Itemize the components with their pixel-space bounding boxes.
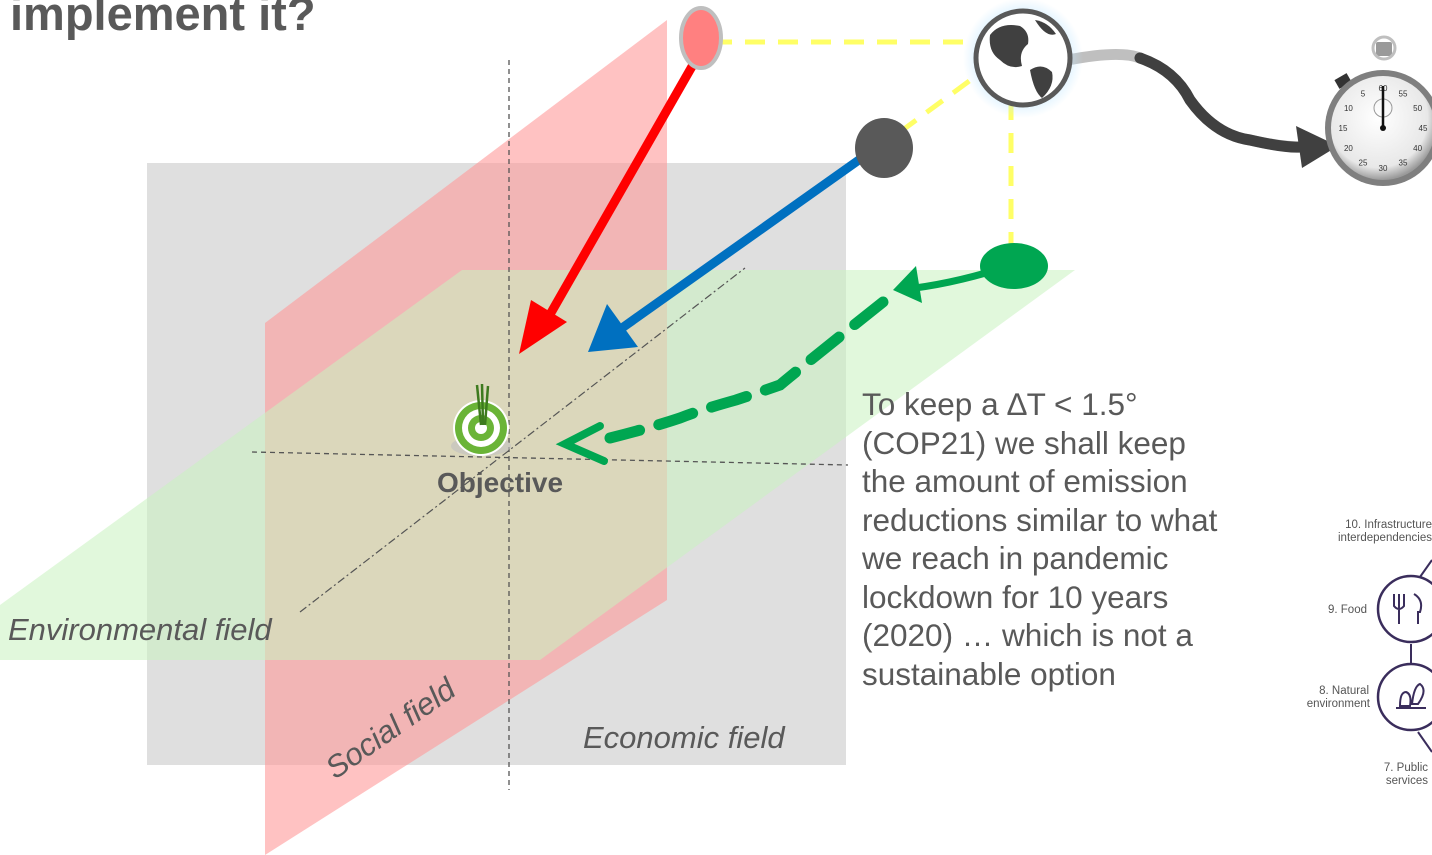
red-arrow bbox=[519, 39, 710, 354]
objective-label: Objective bbox=[437, 467, 563, 498]
stopwatch-tick-label: 20 bbox=[1344, 144, 1353, 153]
svg-text:9. Food: 9. Food bbox=[1328, 604, 1367, 616]
svg-text:7. Public: 7. Public bbox=[1384, 762, 1428, 774]
stopwatch-tick-label: 45 bbox=[1419, 124, 1428, 133]
economic-field-label: Economic field bbox=[583, 720, 786, 755]
page-title: implement it? bbox=[10, 0, 316, 40]
svg-text:services: services bbox=[1386, 775, 1428, 787]
depth-axis bbox=[299, 267, 746, 613]
green-node bbox=[980, 243, 1048, 289]
stopwatch-icon: 60555045403530252015105 bbox=[1325, 35, 1432, 186]
food-icon bbox=[1376, 574, 1432, 644]
emissions-note: To keep a ∆T < 1.5° (COP21) we shall kee… bbox=[862, 386, 1218, 692]
environmental-field-label: Environmental field bbox=[8, 612, 273, 647]
environmental-field-plane bbox=[0, 270, 1075, 660]
globe-icon bbox=[963, 0, 1083, 118]
blue-arrow bbox=[588, 141, 883, 352]
stopwatch-tick-label: 25 bbox=[1359, 159, 1368, 168]
svg-text:10. Infrastructure: 10. Infrastructure bbox=[1345, 519, 1432, 531]
stopwatch-tick-label: 50 bbox=[1413, 104, 1422, 113]
stopwatch-tick-label: 10 bbox=[1344, 104, 1353, 113]
stopwatch-tick-label: 35 bbox=[1399, 159, 1408, 168]
svg-text:environment: environment bbox=[1307, 698, 1371, 710]
svg-text:interdependencies: interdependencies bbox=[1338, 532, 1432, 544]
yellow-connectors bbox=[712, 39, 1014, 248]
stopwatch-tick-label: 15 bbox=[1339, 124, 1348, 133]
stopwatch-tick-label: 55 bbox=[1399, 89, 1408, 98]
nature-icon bbox=[1376, 662, 1432, 732]
target-icon bbox=[451, 383, 511, 456]
gray-node bbox=[855, 118, 913, 178]
svg-text:8. Natural: 8. Natural bbox=[1319, 685, 1369, 697]
stopwatch-tick-label: 40 bbox=[1413, 144, 1422, 153]
stopwatch-tick-label: 5 bbox=[1361, 89, 1366, 98]
resilience-wheel: 10. Infrastructure interdependencies 9. … bbox=[1307, 519, 1432, 787]
red-node bbox=[679, 6, 723, 70]
horizontal-axis bbox=[251, 451, 849, 466]
stopwatch-tick-label: 30 bbox=[1379, 164, 1388, 173]
